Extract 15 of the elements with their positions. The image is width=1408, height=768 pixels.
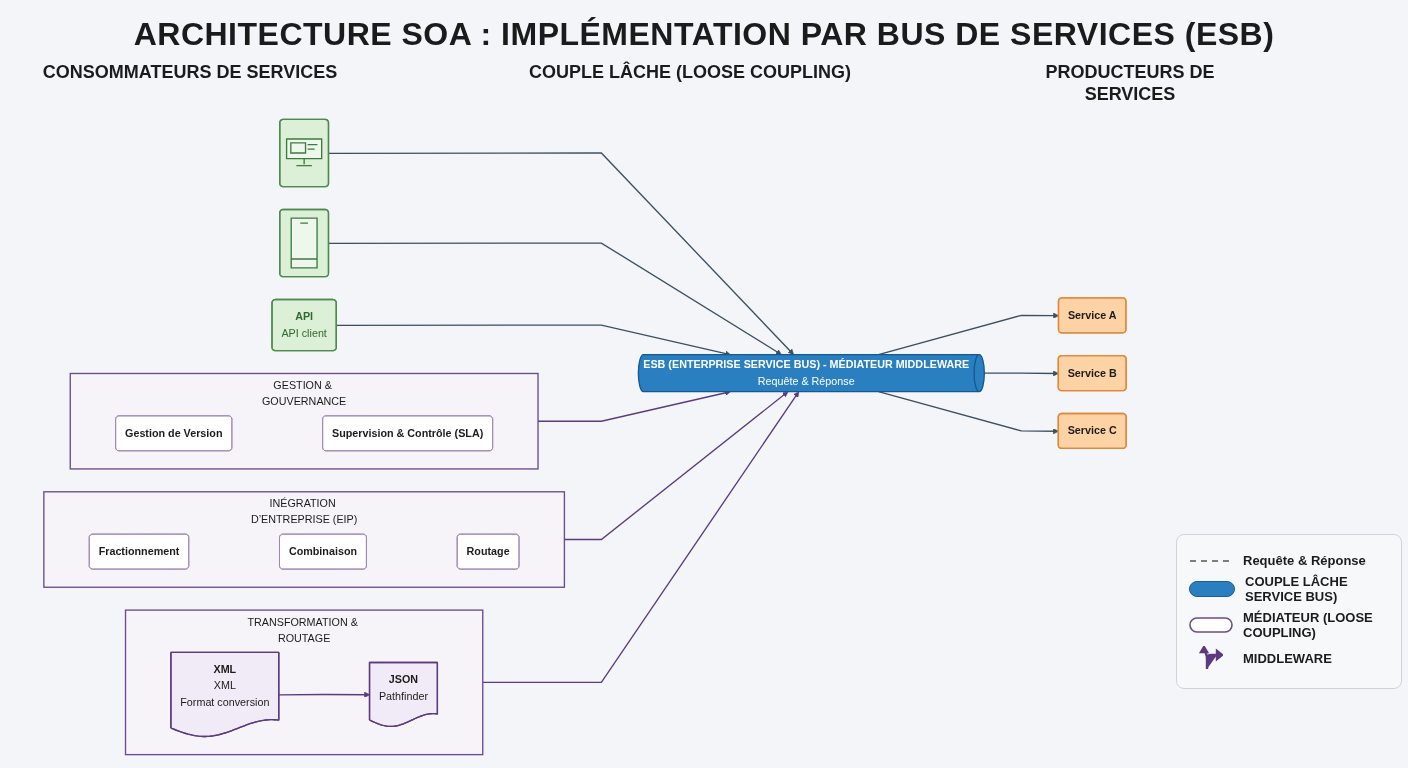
column-heading: PRODUCTEURS DE SERVICES [1044, 61, 1216, 105]
arrow [328, 152, 794, 355]
arrow [983, 370, 1059, 377]
legend-label: MIDDLEWARE [1243, 650, 1332, 666]
column-heading: CONSOMMATEURS DE SERVICES [41, 61, 339, 83]
arrow [877, 390, 1059, 435]
coupling-label: COUPLE LÂCHE (LOOSE COUPLING) [528, 61, 852, 83]
diagram-title: ARCHITECTURE SOA : IMPLÉMENTATION PAR BUS DE SERVICES (ESB) [132, 15, 1276, 53]
node-text: ESB (ENTERPRISE SERVICE BUS) - MÉDIATEUR MIDDLEWARE Requête & Réponse [643, 359, 970, 387]
legend-label: COUPLE LÂCHE SERVICE BUS) [1245, 574, 1349, 604]
arrow [278, 691, 371, 698]
arrow [482, 391, 800, 684]
legend-label: Requête & Réponse [1243, 553, 1366, 568]
legend-label: MÉDIATEUR (LOOSE COUPLING) [1243, 610, 1374, 640]
arrow [328, 242, 782, 355]
